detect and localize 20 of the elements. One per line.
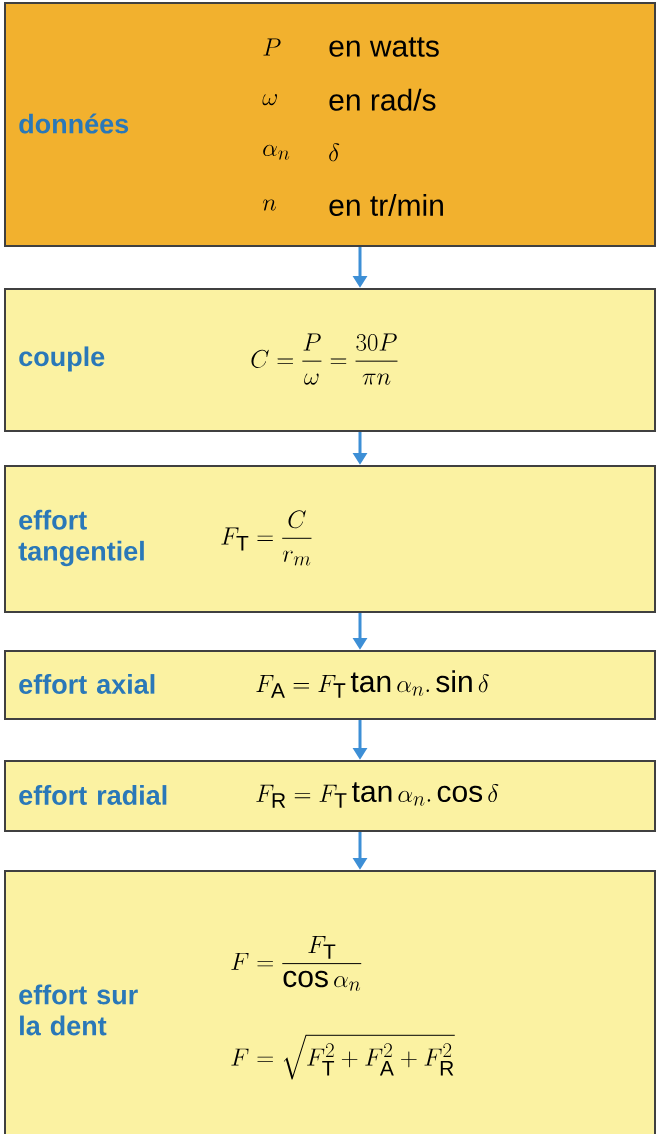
formula: $\alpha_n$ — [263, 144, 290, 160]
box-heading: effort sur la dent — [19, 984, 138, 1036]
formula: $C=\frac{P}{\omega}=\frac{30P}{\pi n}$ — [251, 333, 398, 385]
formula: $P$ — [263, 38, 281, 56]
formula: $\delta$ — [329, 143, 340, 162]
formula: $\omega$ — [262, 94, 277, 106]
box-heading: couple — [19, 346, 105, 372]
box-heading: données — [19, 113, 129, 134]
formula: $F_{\mathrm{R}}=F_{\mathrm{T}}\tan\alpha_n.\cos\delta$ — [256, 782, 499, 808]
formula: $F_{\mathrm{T}}=\frac{C}{r_m}$ — [221, 510, 312, 566]
formula: $\text{en tr/min}$ — [329, 194, 443, 216]
formula: $\text{en rad/s}$ — [329, 88, 436, 111]
box-heading: effort tangentiel — [18, 509, 144, 567]
formula: $n$ — [262, 199, 276, 211]
formula: $F=\sqrt{F_{\mathrm{T}}^2+F_{\mathrm{A}}^2+F_{\mathrm{R}}^2}$ — [231, 1034, 455, 1080]
formula: $\text{en watts}$ — [329, 37, 439, 57]
box-heading: effort axial — [19, 674, 155, 694]
formula: $F=\frac{F_{\mathrm{T}}}{\cos\alpha_n}$ — [231, 936, 362, 991]
box-heading: effort radial — [19, 785, 167, 805]
formula: $F_{\mathrm{A}}=F_{\mathrm{T}}\tan\alpha_n.\sin\delta$ — [256, 670, 489, 698]
